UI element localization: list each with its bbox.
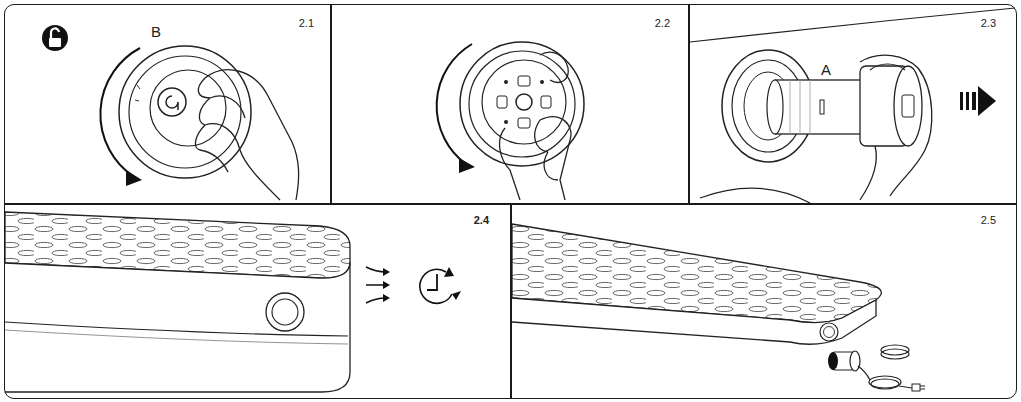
- step-panel: 2.4: [4, 203, 512, 399]
- step-panel: 2.1: [4, 4, 332, 205]
- part-label: B: [151, 23, 161, 40]
- step-panel: 2.2: [330, 4, 690, 205]
- step-inflate: [5, 212, 461, 392]
- step-open-valve: [437, 42, 584, 200]
- step-panel: 2.5: [510, 203, 1017, 399]
- step-insert-pump: [690, 8, 1015, 203]
- part-label: A: [821, 61, 831, 78]
- step-number: 2.3: [981, 17, 996, 29]
- step-unlock: [42, 25, 299, 200]
- step-remove-pump: [512, 224, 925, 391]
- step-panel: 2.3: [688, 4, 1017, 205]
- step-number: 2.2: [655, 17, 670, 29]
- step-number: 2.4: [474, 214, 489, 226]
- step-number: 2.5: [981, 214, 996, 226]
- step-number: 2.1: [299, 17, 314, 29]
